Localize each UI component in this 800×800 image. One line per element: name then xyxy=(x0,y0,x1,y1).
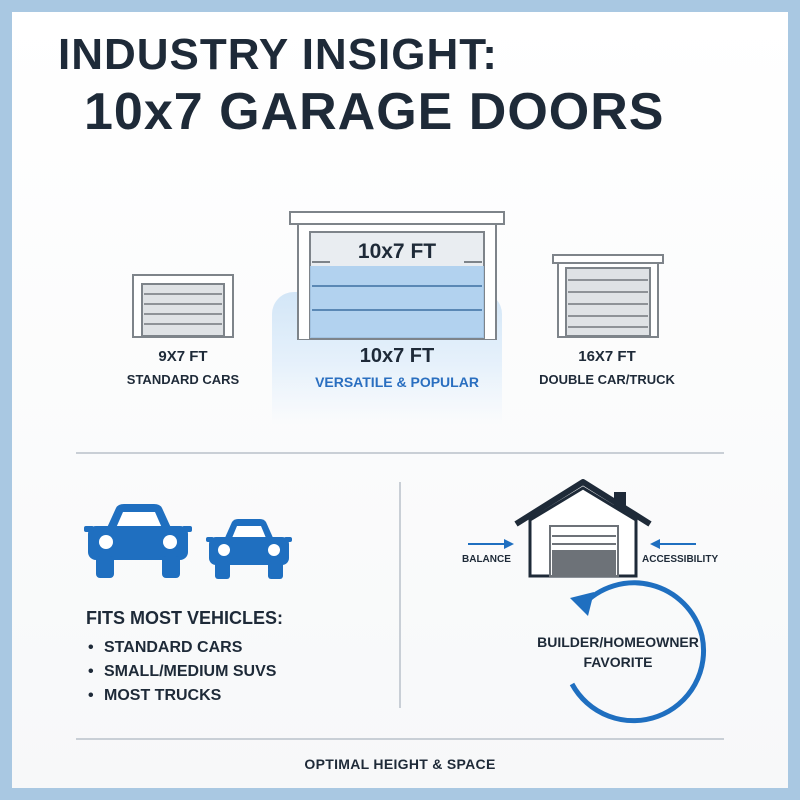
door-16x7-icon xyxy=(552,254,664,338)
arrow-right-icon xyxy=(468,539,514,549)
door-10x7-inner-label: 10x7 FT xyxy=(330,240,464,264)
door-10x7-use: VERSATILE & POPULAR xyxy=(315,374,479,390)
list-item: •SMALL/MEDIUM SUVS xyxy=(88,663,277,680)
section-divider-vertical xyxy=(399,482,401,708)
door-16x7-size: 16X7 FT xyxy=(578,348,636,365)
list-item: •STANDARD CARS xyxy=(88,639,243,656)
door-10x7-icon xyxy=(289,211,505,340)
arrow-left-icon xyxy=(650,539,696,549)
accessibility-caption: ACCESSIBILITY xyxy=(642,554,719,565)
section-divider-bottom xyxy=(76,738,724,740)
title-line-1: INDUSTRY INSIGHT: xyxy=(58,30,498,79)
section-divider-top xyxy=(76,452,724,454)
balance-caption: BALANCE xyxy=(462,554,511,565)
car-icon xyxy=(206,519,292,579)
door-9x7-size: 9X7 FT xyxy=(158,348,208,365)
cycle-arrow-icon xyxy=(569,580,707,724)
door-10x7-size: 10x7 FT xyxy=(359,345,435,367)
house-icon xyxy=(514,479,652,578)
vehicle-list: •STANDARD CARS •SMALL/MEDIUM SUVS •MOST … xyxy=(88,636,276,708)
door-9x7-icon xyxy=(132,274,234,338)
car-icon xyxy=(84,504,192,578)
door-16x7-use: DOUBLE CAR/TRUCK xyxy=(539,372,675,387)
title-line-2: 10x7 GARAGE DOORS xyxy=(84,83,665,141)
builder-favorite-label: BUILDER/HOMEOWNER FAVORITE xyxy=(537,634,699,670)
list-item: •MOST TRUCKS xyxy=(88,687,222,704)
footer-text: OPTIMAL HEIGHT & SPACE xyxy=(304,756,496,772)
door-9x7-use: STANDARD CARS xyxy=(126,372,240,387)
vehicles-heading: FITS MOST VEHICLES: xyxy=(86,608,284,628)
